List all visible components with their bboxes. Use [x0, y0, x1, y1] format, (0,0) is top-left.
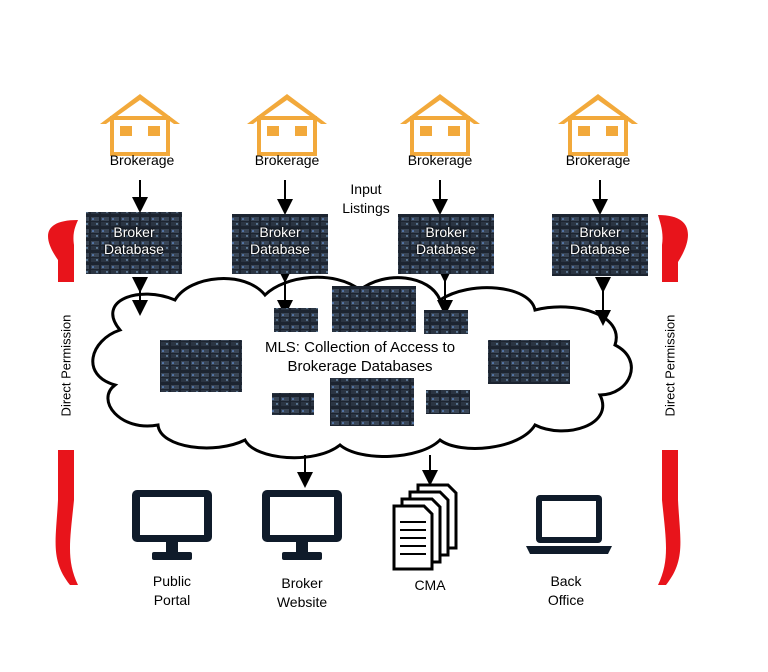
house-icon [98, 92, 182, 156]
monitor-icon [132, 490, 212, 560]
server-icon [274, 308, 318, 332]
server-icon [552, 214, 648, 276]
server-icon [426, 390, 470, 414]
direct-permission-right: Direct Permission [662, 314, 678, 417]
server-icon [424, 310, 468, 334]
server-icon [232, 214, 328, 274]
server-icon [86, 212, 182, 274]
brokerage-label-2: Brokerage [254, 152, 320, 168]
documents-icon [392, 483, 458, 571]
server-icon [332, 286, 416, 332]
direct-permission-left: Direct Permission [58, 314, 74, 417]
brokerage-label-3: Brokerage [407, 152, 473, 168]
house-icon [245, 92, 329, 156]
house-icon [398, 92, 482, 156]
monitor-icon [262, 490, 342, 560]
server-icon [330, 378, 414, 426]
brokerage-label-1: Brokerage [109, 152, 175, 168]
cma-label: CMA [414, 577, 446, 593]
brokerage-label-4: Brokerage [565, 152, 631, 168]
left-label-band [58, 282, 74, 450]
house-icon [556, 92, 640, 156]
server-icon [488, 340, 570, 384]
server-icon [160, 340, 242, 392]
server-icon [398, 214, 494, 274]
right-label-band [662, 282, 678, 450]
laptop-icon [526, 495, 612, 554]
server-icon [272, 393, 314, 415]
